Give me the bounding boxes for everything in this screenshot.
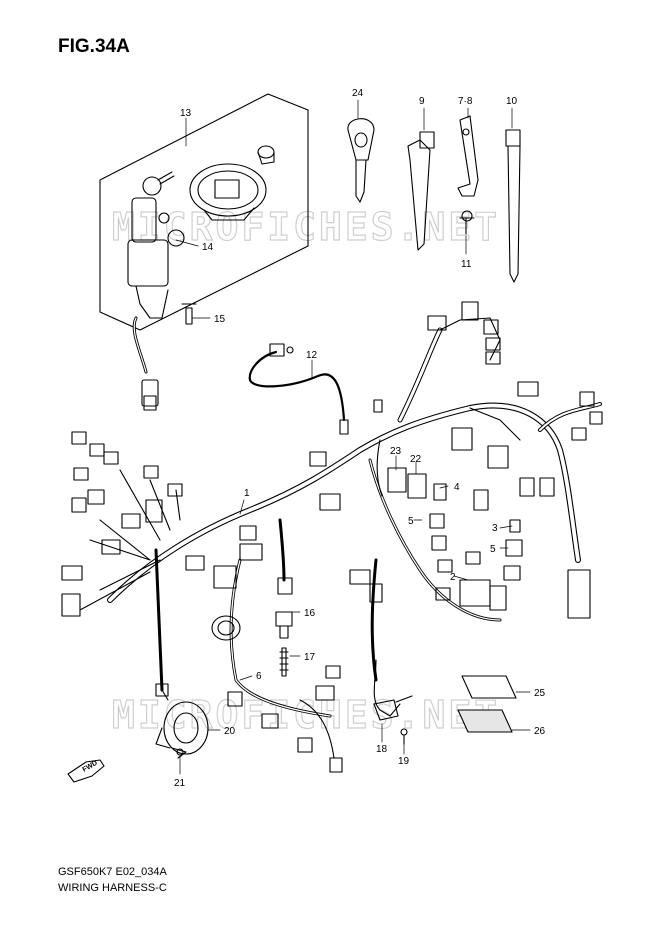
figure-code: GSF650K7 E02_034A bbox=[58, 866, 167, 878]
callout-15: 15 bbox=[214, 314, 226, 325]
figure-title: FIG.34A bbox=[58, 36, 130, 57]
figure-name: WIRING HARNESS-C bbox=[58, 882, 167, 894]
callout-13: 13 bbox=[180, 108, 192, 119]
callout-19: 19 bbox=[398, 756, 410, 767]
callout-12: 12 bbox=[306, 350, 318, 361]
switch-assembly-6 bbox=[211, 615, 343, 773]
callout-2: 2 bbox=[450, 572, 456, 583]
forward-direction-arrow-icon bbox=[67, 759, 105, 783]
left-connector-cluster bbox=[61, 431, 205, 617]
callout-22: 22 bbox=[410, 454, 422, 465]
callout-24: 24 bbox=[352, 88, 364, 99]
upper-right-connector-bundle bbox=[373, 301, 603, 619]
callout-21: 21 bbox=[174, 778, 186, 789]
callout-4: 4 bbox=[454, 482, 460, 493]
key-part bbox=[347, 118, 375, 203]
callout-23: 23 bbox=[390, 446, 402, 457]
watermark-lower: MICROFICHES.NET bbox=[112, 693, 500, 737]
callout-9: 9 bbox=[419, 96, 425, 107]
callout-17: 17 bbox=[304, 652, 316, 663]
bracket-18 bbox=[373, 659, 413, 745]
ignition-kit-box bbox=[99, 93, 309, 331]
cable-tie-10 bbox=[505, 129, 521, 283]
callout-25: 25 bbox=[534, 688, 546, 699]
leader-lines bbox=[175, 99, 531, 775]
callout-20: 20 bbox=[224, 726, 236, 737]
pad-26 bbox=[457, 709, 513, 733]
callout-6: 6 bbox=[256, 671, 262, 682]
sensor-16-17 bbox=[275, 611, 293, 677]
callout-7-8: 7·8 bbox=[458, 96, 473, 107]
pad-25 bbox=[461, 675, 517, 699]
callout-1: 1 bbox=[244, 488, 250, 499]
callout-16: 16 bbox=[304, 608, 316, 619]
central-connectors bbox=[213, 451, 383, 603]
callout-labels: 1 2 3 4 5 5 6 7·8 9 10 11 12 13 14 15 16… bbox=[174, 88, 546, 789]
connector-12 bbox=[248, 343, 349, 435]
cable-tie-9 bbox=[407, 131, 435, 251]
callout-5b: 5 bbox=[490, 544, 496, 555]
relays-22-23 bbox=[376, 439, 523, 611]
callout-18: 18 bbox=[376, 744, 388, 755]
callout-10: 10 bbox=[506, 96, 518, 107]
watermark-upper: MICROFICHES.NET bbox=[112, 205, 500, 249]
callout-14: 14 bbox=[202, 242, 214, 253]
callout-5a: 5 bbox=[408, 516, 414, 527]
callout-26: 26 bbox=[534, 726, 546, 737]
callout-11: 11 bbox=[461, 259, 472, 270]
horn-20 bbox=[155, 683, 209, 759]
clamp-7-8 bbox=[457, 115, 479, 197]
callout-3: 3 bbox=[492, 523, 498, 534]
